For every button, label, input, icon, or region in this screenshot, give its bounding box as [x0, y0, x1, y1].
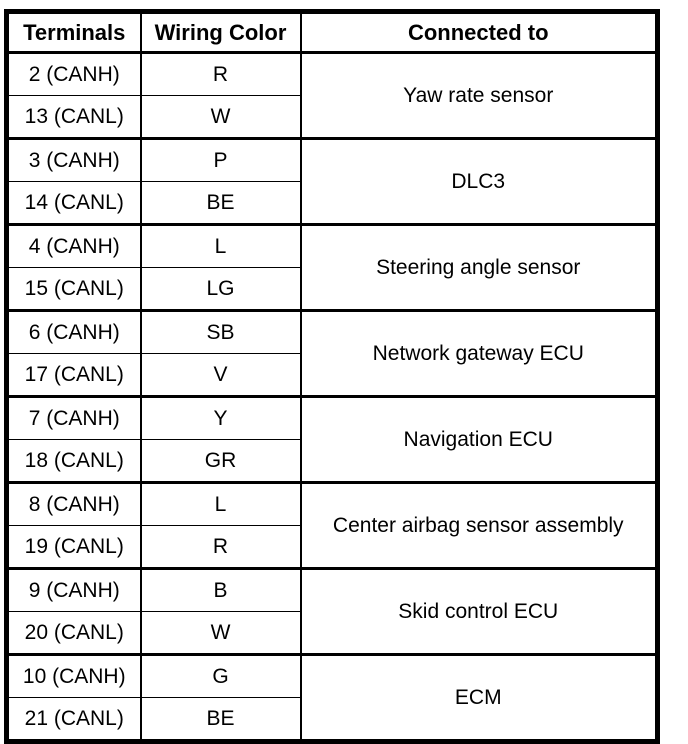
wiring-color-cell: GR: [139, 439, 301, 483]
connected-to-cell: Skid control ECU: [299, 567, 658, 655]
terminal-cell: 21 (CANL): [6, 697, 141, 742]
column-header-wiring-color: Wiring Color: [139, 11, 301, 54]
table-row: 4 (CANH) L Steering angle sensor: [6, 223, 658, 311]
wiring-color-cell: G: [139, 653, 301, 698]
wiring-color-cell: B: [139, 567, 301, 612]
table-header-row: Terminals Wiring Color Connected to: [6, 11, 658, 54]
wiring-color-cell: SB: [139, 309, 301, 354]
terminal-cell: 15 (CANL): [6, 267, 141, 311]
wiring-color-cell: V: [139, 353, 301, 397]
wiring-color-cell: W: [139, 95, 301, 139]
table-row: 2 (CANH) R Yaw rate sensor: [6, 51, 658, 139]
table-row: 10 (CANH) G ECM: [6, 653, 658, 742]
wiring-color-cell: R: [139, 51, 301, 96]
table-row: 17 (CANL) V: [6, 353, 658, 397]
connected-to-cell: ECM: [299, 653, 658, 742]
table-row: 15 (CANL) LG: [6, 267, 658, 311]
terminal-cell: 2 (CANH): [6, 51, 141, 96]
terminal-cell: 18 (CANL): [6, 439, 141, 483]
terminal-cell: 3 (CANH): [6, 137, 141, 182]
wiring-color-cell: BE: [139, 181, 301, 225]
table-row: 3 (CANH) P DLC3: [6, 137, 658, 225]
terminal-cell: 4 (CANH): [6, 223, 141, 268]
terminal-cell: 14 (CANL): [6, 181, 141, 225]
wiring-color-cell: LG: [139, 267, 301, 311]
table-row: 13 (CANL) W: [6, 95, 658, 139]
terminal-cell: 20 (CANL): [6, 611, 141, 655]
table-row: 9 (CANH) B Skid control ECU: [6, 567, 658, 655]
terminal-cell: 19 (CANL): [6, 525, 141, 569]
table-row: 20 (CANL) W: [6, 611, 658, 655]
terminal-cell: 6 (CANH): [6, 309, 141, 354]
column-header-terminals: Terminals: [6, 11, 141, 54]
wiring-color-cell: L: [139, 223, 301, 268]
can-wiring-table: Terminals Wiring Color Connected to 2 (C…: [4, 9, 660, 744]
terminal-cell: 13 (CANL): [6, 95, 141, 139]
table-row: 8 (CANH) L Center airbag sensor assembly: [6, 481, 658, 569]
column-header-connected-to: Connected to: [299, 11, 658, 54]
connected-to-cell: Navigation ECU: [299, 395, 658, 483]
connected-to-cell: Network gateway ECU: [299, 309, 658, 397]
wiring-color-cell: Y: [139, 395, 301, 440]
connected-to-cell: DLC3: [299, 137, 658, 225]
table-row: 7 (CANH) Y Navigation ECU: [6, 395, 658, 483]
terminal-cell: 10 (CANH): [6, 653, 141, 698]
connected-to-cell: Steering angle sensor: [299, 223, 658, 311]
connected-to-cell: Center airbag sensor assembly: [299, 481, 658, 569]
terminal-cell: 17 (CANL): [6, 353, 141, 397]
wiring-color-cell: P: [139, 137, 301, 182]
wiring-color-cell: R: [139, 525, 301, 569]
wiring-color-cell: W: [139, 611, 301, 655]
connected-to-cell: Yaw rate sensor: [299, 51, 658, 139]
table-row: 18 (CANL) GR: [6, 439, 658, 483]
table-row: 6 (CANH) SB Network gateway ECU: [6, 309, 658, 397]
table-row: 19 (CANL) R: [6, 525, 658, 569]
terminal-cell: 7 (CANH): [6, 395, 141, 440]
terminal-cell: 8 (CANH): [6, 481, 141, 526]
terminal-cell: 9 (CANH): [6, 567, 141, 612]
wiring-color-cell: L: [139, 481, 301, 526]
wiring-color-cell: BE: [139, 697, 301, 742]
table-row: 14 (CANL) BE: [6, 181, 658, 225]
